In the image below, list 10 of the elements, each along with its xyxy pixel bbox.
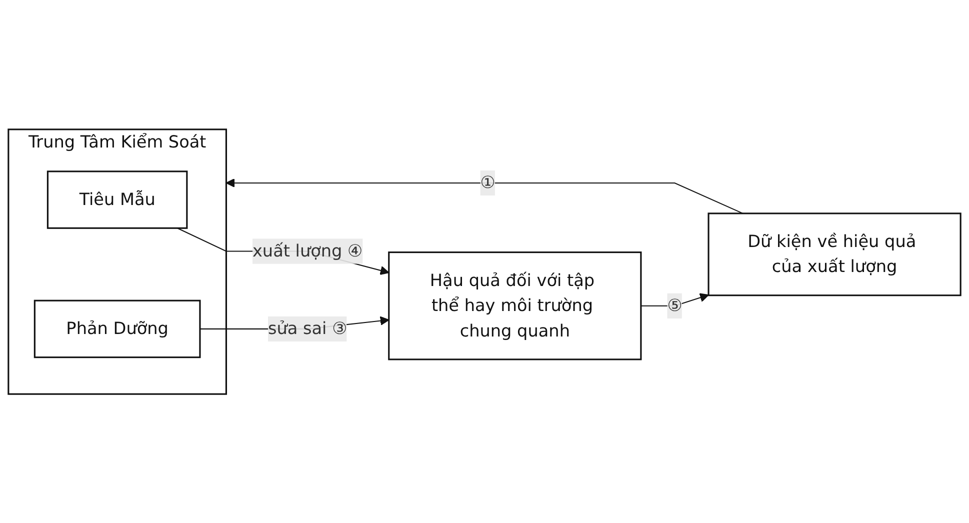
node-box: Dữ kiện về hiệu quả của xuất lượng xyxy=(708,212,962,296)
edge-label: sửa sai ③ xyxy=(268,318,348,338)
node-box: Hậu quả đối với tập thể hay môi trường chung quanh xyxy=(388,251,642,360)
node-box: Tiêu Mẫu xyxy=(46,170,188,229)
edge-label: xuất lượng ④ xyxy=(252,240,363,260)
node-box: Phản Dưỡng xyxy=(34,300,201,358)
arrow xyxy=(177,227,390,275)
arrow xyxy=(226,178,744,214)
edge-label: ① xyxy=(480,172,496,192)
edge-label: ⑤ xyxy=(667,295,682,316)
